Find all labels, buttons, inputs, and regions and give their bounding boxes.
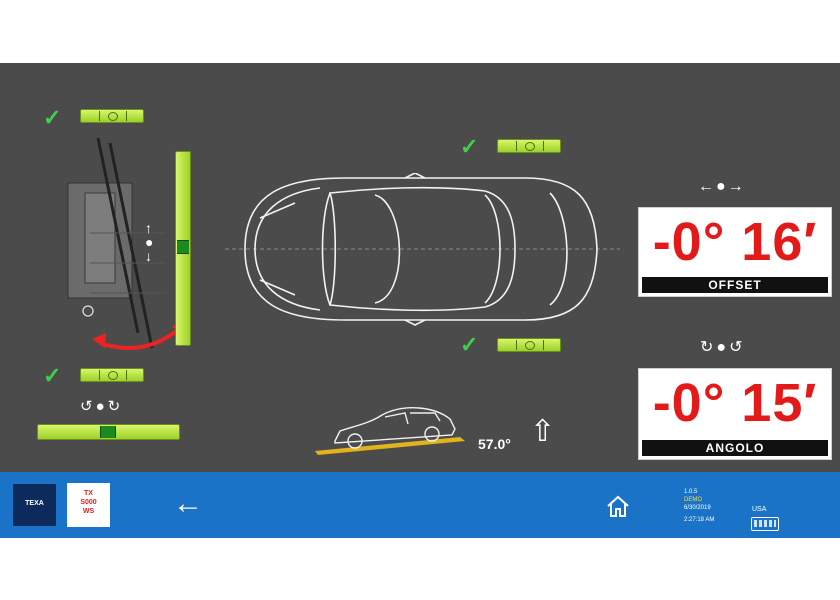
level-bubble-bottom-center	[497, 338, 561, 352]
alignment-screen: ✓ ↑●↓ ✓ ↺●↻	[0, 63, 840, 538]
offset-value: -0° 16′	[652, 212, 818, 272]
level-bubble-top-left	[80, 109, 144, 123]
locale-text: USA	[752, 506, 767, 513]
angolo-readout: -0° 15′ ANGOLO	[638, 368, 832, 460]
offset-readout: -0° 16′ OFFSET	[638, 207, 832, 297]
angolo-value: -0° 15′	[652, 373, 818, 433]
version-text: 1.0.5	[684, 489, 698, 495]
home-icon[interactable]	[605, 494, 631, 518]
left-right-arrows-icon: ←●→	[698, 178, 746, 195]
check-icon: ✓	[43, 363, 62, 388]
time-text: 2:27:18 AM	[684, 517, 715, 523]
rotate-indicator-icon: ↺●↻	[80, 398, 124, 415]
car-top-view	[225, 173, 620, 326]
product-logo: TX S000 WS	[67, 483, 110, 527]
keyboard-icon[interactable]	[751, 517, 779, 531]
incline-angle: 57.0°	[478, 436, 511, 452]
rotate-arrows-icon: ↻●↺	[700, 339, 746, 356]
texa-logo: TEXA	[13, 484, 56, 526]
check-icon: ✓	[460, 134, 479, 159]
main-view: ✓ ↑●↓ ✓ ↺●↻	[0, 63, 840, 472]
back-arrow-icon[interactable]: ←	[173, 487, 203, 520]
taskbar: TEXA TX S000 WS ← 1.0.5 DEMO 6/30/2019 2…	[0, 472, 840, 538]
sensor-head-illustration	[67, 137, 185, 350]
check-icon: ✓	[43, 105, 62, 130]
level-bubble-top-center	[497, 139, 561, 153]
vertical-level	[175, 151, 191, 346]
up-arrow-icon: ⇧	[530, 415, 556, 448]
horizontal-level	[37, 424, 180, 440]
mode-text: DEMO	[684, 497, 702, 503]
offset-label: OFFSET	[642, 277, 828, 293]
car-incline-icon	[315, 407, 465, 455]
date-text: 6/30/2019	[684, 505, 711, 511]
up-down-arrows-icon: ↑●↓	[145, 220, 154, 264]
angolo-label: ANGOLO	[642, 440, 828, 456]
check-icon: ✓	[460, 332, 479, 357]
level-bubble-bottom-left	[80, 368, 144, 382]
